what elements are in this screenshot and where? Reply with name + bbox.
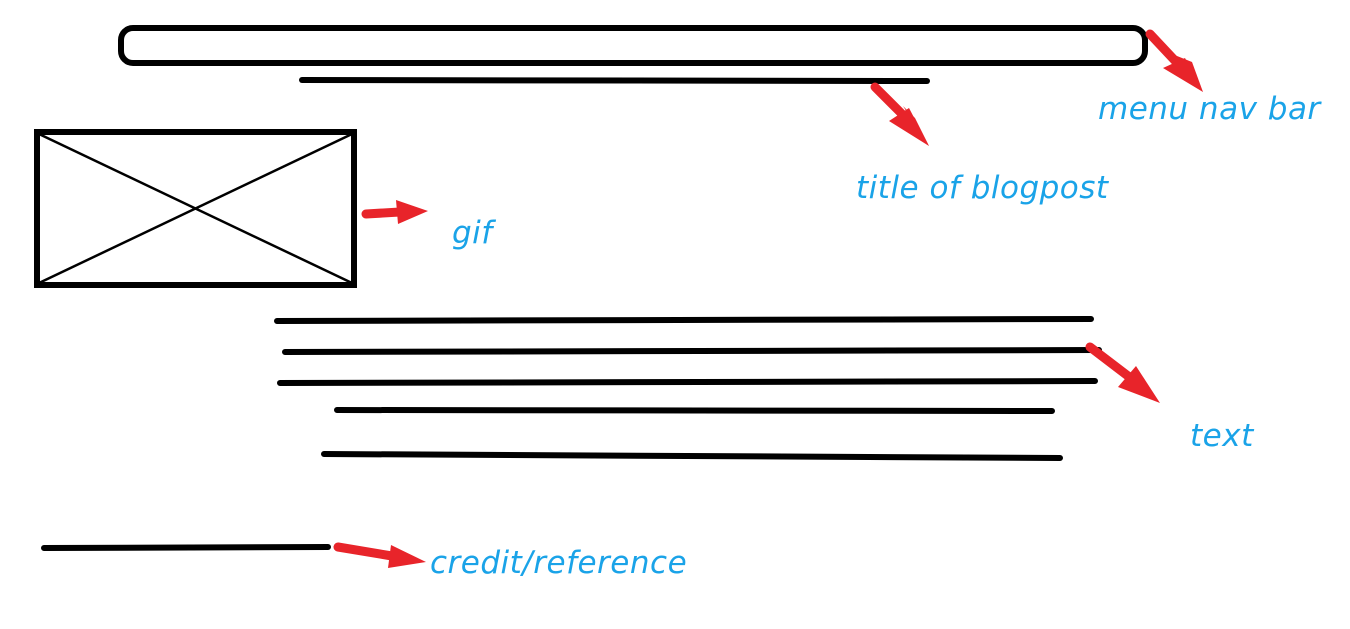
gif-placeholder: [34, 129, 357, 288]
label-menu-nav-bar: menu nav bar: [1098, 91, 1322, 127]
title-line: [299, 77, 930, 84]
label-title-of-blogpost: title of blogpost: [856, 170, 1110, 206]
credit-line: [41, 544, 331, 551]
arrow-icon-title: [870, 82, 929, 146]
label-gif: gif: [452, 215, 496, 251]
arrow-icon-menu-nav-bar: [1145, 29, 1203, 92]
arrow-icon-gif: [361, 200, 428, 224]
text-line-5: [321, 451, 1063, 461]
label-text: text: [1190, 418, 1255, 454]
text-line-3: [277, 378, 1098, 386]
gif-box: [34, 129, 357, 288]
arrow-icon-credit: [333, 542, 426, 568]
arrows: [333, 29, 1203, 568]
menu-nav-bar-box: [118, 25, 1148, 66]
text-line-2: [282, 347, 1102, 355]
gif-cross-2: [37, 132, 354, 285]
arrow-icon-text: [1085, 342, 1160, 403]
label-credit-reference: credit/reference: [430, 545, 687, 581]
text-line-1: [274, 316, 1094, 324]
text-line-4: [334, 407, 1055, 414]
text-lines: [274, 316, 1102, 461]
